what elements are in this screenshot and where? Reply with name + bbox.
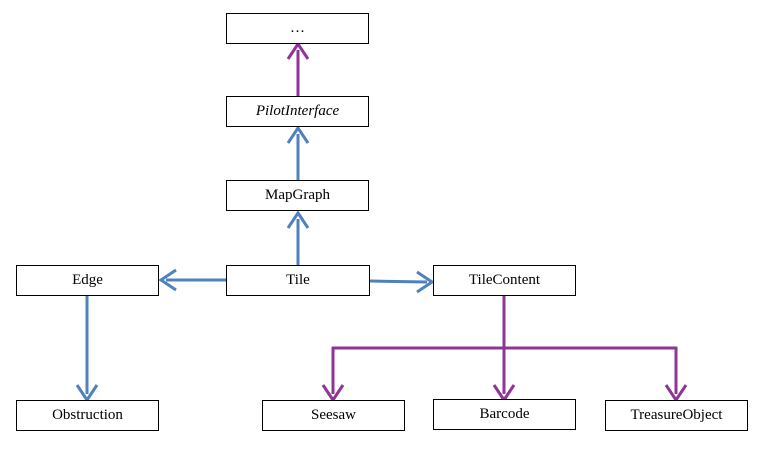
- node-edge-label: Edge: [72, 272, 103, 288]
- node-mapgraph: MapGraph: [226, 180, 369, 211]
- node-pilot-interface-label: PilotInterface: [255, 103, 340, 119]
- node-barcode: Barcode: [433, 399, 576, 430]
- node-tile-label: Tile: [286, 272, 310, 288]
- node-mapgraph-label: MapGraph: [265, 187, 330, 203]
- arrowhead-pilot-to-top: [286, 41, 310, 60]
- node-barcode-label: Barcode: [479, 406, 530, 422]
- arrow-tile-to-tilecontent: [369, 279, 428, 284]
- node-seesaw-label: Seesaw: [311, 407, 356, 423]
- node-pilot-interface: PilotInterface: [226, 96, 369, 127]
- node-edge: Edge: [16, 265, 159, 296]
- node-tile: Tile: [226, 265, 370, 296]
- node-top-label: …: [290, 20, 305, 36]
- node-tilecontent: TileContent: [433, 265, 576, 296]
- node-treasureobject-label: TreasureObject: [630, 407, 723, 423]
- arrowhead-tile-to-mapgraph: [286, 210, 310, 229]
- arrowhead-tile-to-edge: [158, 268, 177, 292]
- node-top-ellipsis: …: [226, 13, 369, 44]
- arrowhead-tile-to-tilecontent: [416, 270, 435, 294]
- node-obstruction-label: Obstruction: [52, 407, 123, 423]
- node-seesaw: Seesaw: [262, 400, 405, 431]
- node-obstruction: Obstruction: [16, 400, 159, 431]
- arrowhead-mapgraph-to-pilot: [286, 125, 310, 144]
- node-treasureobject: TreasureObject: [605, 400, 748, 431]
- node-tilecontent-label: TileContent: [468, 272, 541, 288]
